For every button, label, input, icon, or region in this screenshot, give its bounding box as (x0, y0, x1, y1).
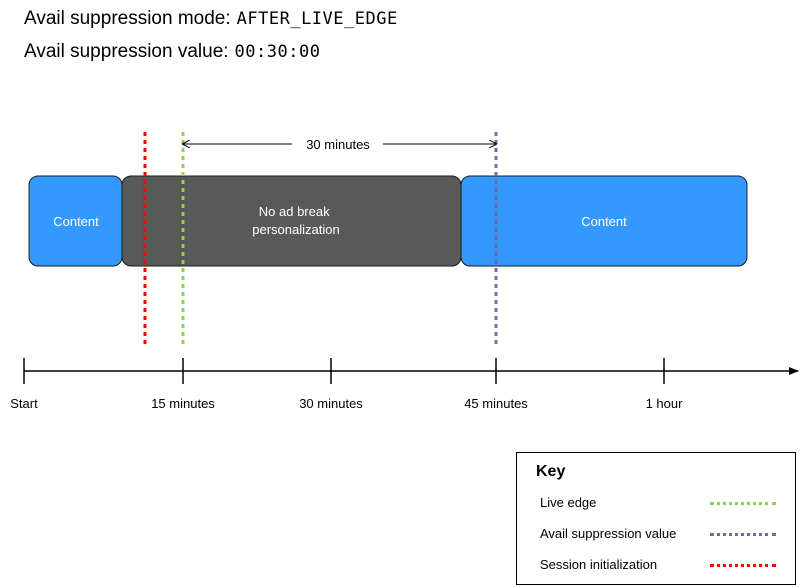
suppression-mode-label: Avail suppression mode: (24, 8, 231, 29)
no-ad-label-line-2: personalization (252, 222, 339, 237)
no-ad-personalization-block (121, 175, 462, 267)
tick-label-1-hour: 1 hour (646, 396, 684, 411)
tick-label-15-minutes: 15 minutes (151, 396, 215, 411)
suppression-value-label: Avail suppression value: (24, 41, 229, 62)
legend-label-session-initialization: Session initialization (540, 557, 658, 572)
suppression-mode-value: AFTER_LIVE_EDGE (236, 9, 398, 29)
tick-label-45-minutes: 45 minutes (464, 396, 528, 411)
legend-swatch-live-edge (710, 502, 776, 505)
suppression-mode-line: Avail suppression mode:AFTER_LIVE_EDGE (24, 8, 398, 30)
legend-swatch-session-initialization (710, 564, 776, 567)
tick-label-start: Start (10, 396, 38, 411)
content-block-2-label: Content (581, 214, 627, 229)
legend-swatch-avail-suppression (710, 533, 776, 536)
legend-label-live-edge: Live edge (540, 495, 597, 510)
no-ad-personalization-label: No ad break personalization (252, 204, 339, 237)
legend-label-avail-suppression: Avail suppression value (540, 526, 677, 541)
legend-title: Key (536, 463, 566, 480)
timeline-diagram: Content No ad break personalization Cont… (10, 132, 799, 411)
no-ad-label-line-1: No ad break (259, 204, 330, 219)
span-label: 30 minutes (306, 137, 370, 152)
content-block-2 (460, 175, 748, 267)
suppression-value-line: Avail suppression value:00:30:00 (24, 41, 320, 63)
suppression-value-value: 00:30:00 (234, 42, 321, 62)
content-block-1-label: Content (53, 214, 99, 229)
tick-label-30-minutes: 30 minutes (299, 396, 363, 411)
legend-box: Key Live edge Avail suppression value Se… (516, 452, 796, 585)
